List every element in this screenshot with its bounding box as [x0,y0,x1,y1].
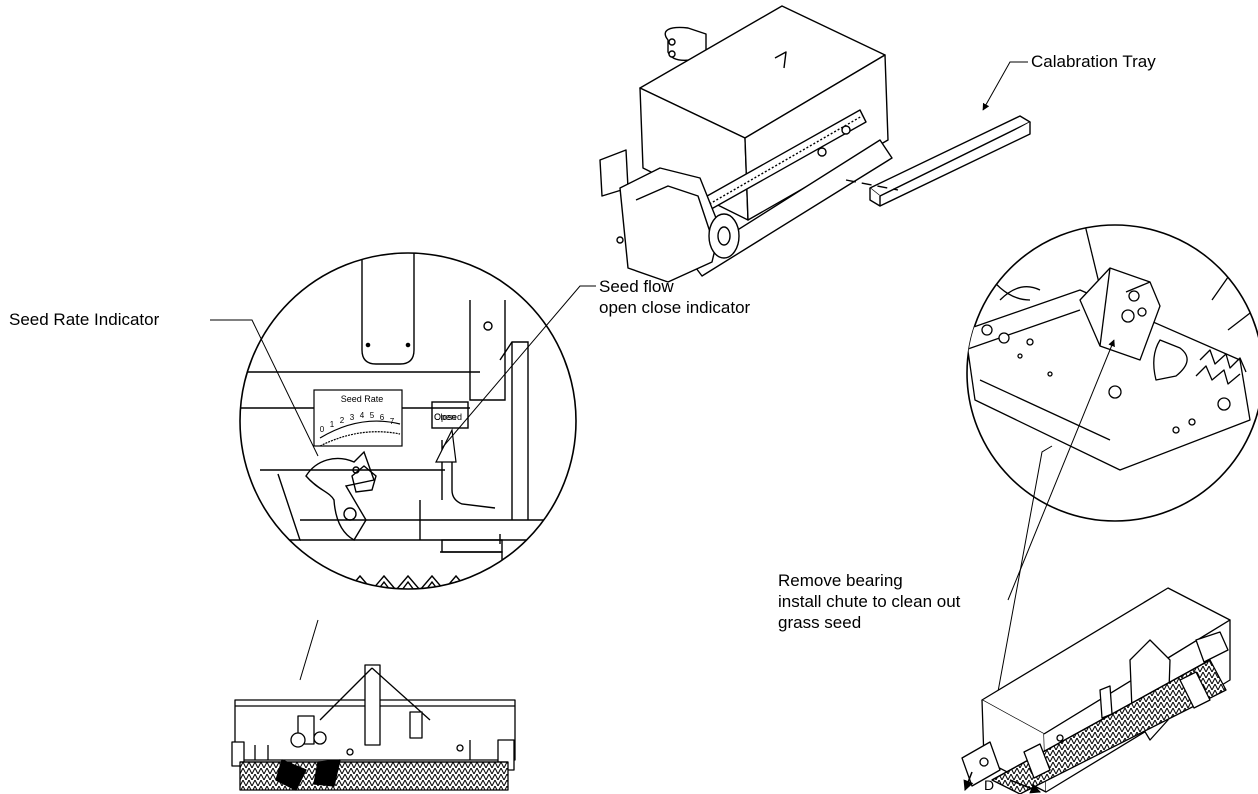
remove-bearing-line-1: Remove bearing [778,571,903,590]
gauge-number: 2 [340,416,345,425]
front-view-seeder-illustration [231,664,516,791]
remove-bearing-line-2: install chute to clean out [778,592,961,611]
seed-flow-leader [441,285,596,449]
calibration-tray-label: Calabration Tray [1031,52,1156,71]
seed-rate-detail-circle: Seed Rate 0 1 2 3 4 5 6 7 Open Closed [239,252,577,590]
top-seeder-illustration [599,5,893,283]
seed-flow-line-1: Seed flow [599,277,674,296]
remove-bearing-line-3: grass seed [778,613,862,632]
gauge-number: 1 [330,420,335,429]
iso-view-seeder-illustration [961,587,1231,794]
direction-arrow-right [1009,779,1041,794]
open-label: Open [434,412,456,422]
gauge-number: 4 [360,411,365,420]
seed-flow-label: Seed flow open close indicator [599,276,750,318]
gauge-number: 0 [320,425,325,434]
calibration-tray-illustration [845,115,1031,207]
gauge-number: 7 [390,417,395,426]
view-letter-d: D [984,777,994,793]
chute-pointer-leader [1007,339,1115,601]
chute-detail-leader [987,445,1053,747]
seed-rate-indicator-label: Seed Rate Indicator [9,310,160,329]
gauge-numbers: 0 1 2 3 4 5 6 7 [320,411,395,434]
gauge-title: Seed Rate [341,394,384,404]
chute-detail-circle [966,224,1258,522]
seed-flow-line-2: open close indicator [599,298,751,317]
gauge-number: 5 [370,411,375,420]
calibration-tray-leader [982,61,1028,111]
gauge-number: 3 [350,413,355,422]
remove-bearing-label: Remove bearing install chute to clean ou… [778,570,960,633]
direction-arrow-down [963,771,974,791]
gauge-number: 6 [380,413,385,422]
seed-rate-indicator-leader [210,319,319,457]
closed-label: Closed [434,412,462,422]
detail-leader-left [299,619,319,681]
